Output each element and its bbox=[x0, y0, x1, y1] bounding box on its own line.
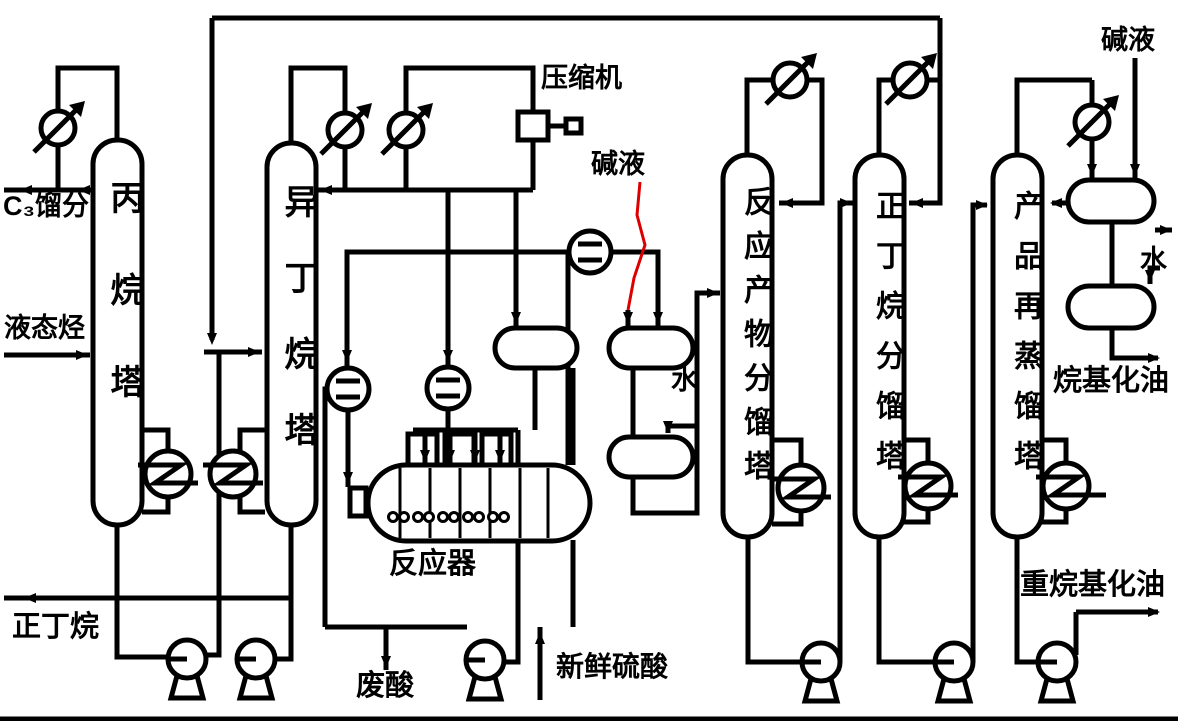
stream-label-alkylate: 烷基化油 bbox=[1053, 365, 1170, 397]
caustic-wash-drum-2 bbox=[1065, 177, 1157, 225]
mixer-icons bbox=[324, 228, 614, 413]
reboiler-icon bbox=[138, 448, 198, 500]
cooler-icon bbox=[380, 103, 433, 156]
cooler-icon bbox=[764, 53, 817, 106]
tower-label-nbutane-frac-tower: 正丁烷分馏塔 bbox=[871, 190, 904, 490]
equipment-label-reactor: 反应器 bbox=[389, 548, 477, 580]
stream-label-spent-acid: 废酸 bbox=[356, 670, 415, 702]
stream-label-heavy-alkylate: 重烷基化油 bbox=[1020, 569, 1166, 601]
reboiler-icon bbox=[898, 460, 958, 512]
suction-drum bbox=[492, 325, 580, 371]
flow-arrows bbox=[20, 164, 1172, 668]
stream-label-liquid-hc: 液态烃 bbox=[4, 313, 85, 343]
tower-label-isobutane-tower: 异丁烷塔 bbox=[279, 184, 317, 488]
reboiler-icon bbox=[1036, 460, 1106, 512]
propane-tower-vessel bbox=[90, 137, 145, 528]
isobutane-tower-vessel bbox=[264, 140, 319, 528]
stream-label-caustic-mid: 碱液 bbox=[591, 149, 645, 179]
tower-label-propane-tower: 丙烷塔 bbox=[105, 180, 143, 456]
reboiler-icon bbox=[771, 462, 831, 514]
condenser-cooler-icons bbox=[32, 53, 1119, 156]
product-redist-tower-vessel bbox=[990, 152, 1045, 540]
nbutane-frac-tower-vessel bbox=[852, 152, 907, 540]
mixer-icon bbox=[324, 365, 372, 413]
water-wash-drum-2 bbox=[1065, 283, 1157, 331]
tower-label-product-redist-tower: 产品再蒸馏塔 bbox=[1009, 190, 1042, 490]
stream-label-c3-fraction: C₃馏分 bbox=[3, 191, 89, 221]
product-frac-tower-vessel bbox=[720, 152, 775, 540]
cooler-icon bbox=[1066, 95, 1119, 148]
equipment-label-compressor: 压缩机 bbox=[541, 63, 622, 93]
stream-label-water-right: 水 bbox=[1140, 245, 1167, 275]
pump-icon bbox=[234, 637, 278, 701]
caustic-wash-drum bbox=[606, 325, 696, 371]
reboiler-icon bbox=[203, 448, 263, 500]
stream-label-n-butane: 正丁烷 bbox=[12, 611, 100, 643]
pump-icon bbox=[165, 637, 209, 701]
water-wash-drum bbox=[606, 434, 696, 480]
cooler-icon bbox=[884, 53, 937, 106]
tower-label-product-frac-tower: 反应产物分馏塔 bbox=[739, 186, 772, 494]
cooler-icon bbox=[319, 103, 372, 156]
stream-label-caustic-top: 碱液 bbox=[1101, 25, 1155, 55]
reactor-vessel bbox=[347, 431, 593, 544]
stream-label-fresh-acid: 新鲜硫酸 bbox=[556, 651, 669, 682]
pump-icon bbox=[1035, 640, 1079, 704]
pump-icons bbox=[165, 637, 1079, 704]
mixer-icon bbox=[566, 228, 614, 276]
stream-label-water-mid: 水 bbox=[671, 365, 698, 395]
cooler-icon bbox=[32, 101, 85, 154]
mixer-icon bbox=[424, 364, 472, 412]
reboiler-icons bbox=[138, 448, 1106, 514]
pump-icon bbox=[463, 638, 507, 702]
pump-icon bbox=[932, 640, 976, 704]
reactor-drive-coupling bbox=[347, 485, 369, 519]
compressor-symbol bbox=[515, 109, 584, 143]
caustic-injection-line bbox=[626, 181, 647, 311]
pump-icon bbox=[799, 640, 843, 704]
